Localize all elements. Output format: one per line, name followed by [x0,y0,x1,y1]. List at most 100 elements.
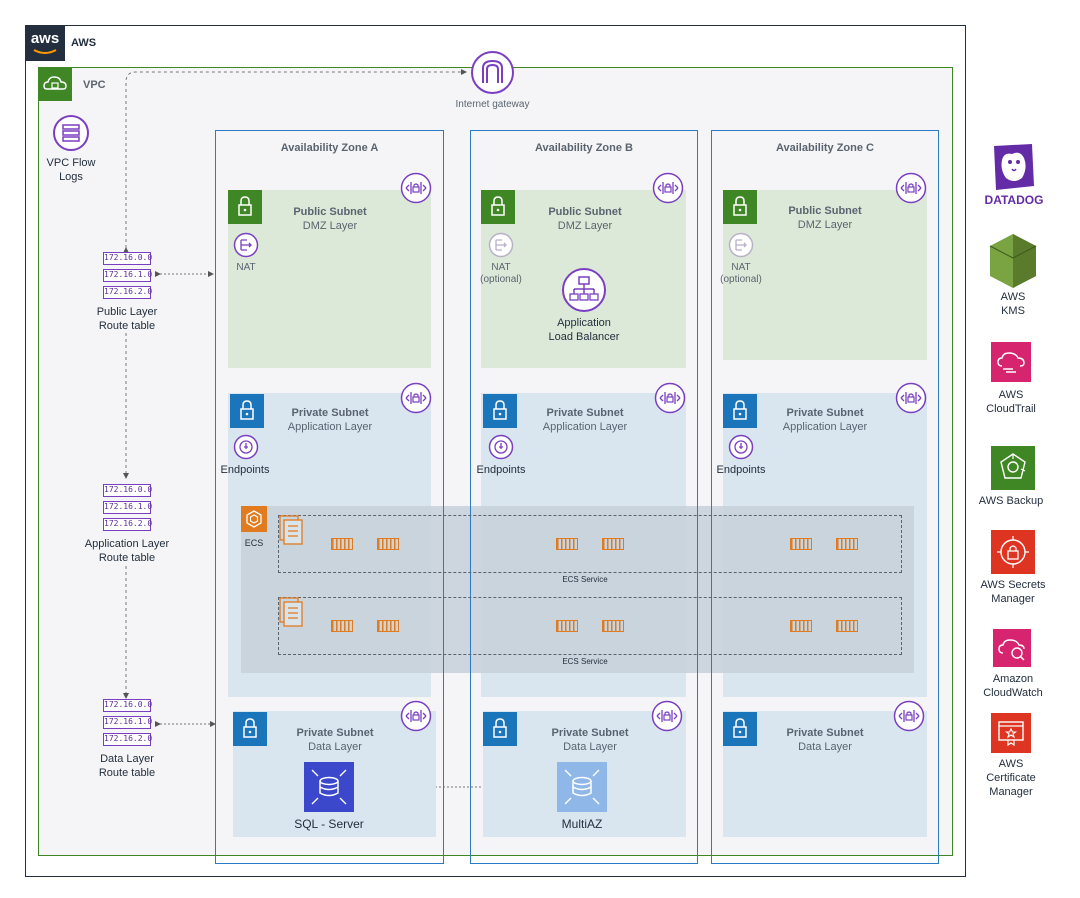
endpoints-label: Endpoints [476,464,526,476]
sql-server-label: SQL - Server [294,817,364,831]
lock-icon [481,190,515,224]
ecs-label: ECS [244,538,264,548]
rds-database-icon [304,762,354,812]
aws-logo-icon: aws [25,25,65,61]
public-subnet-c [723,190,927,360]
cloudtrail-label: AWS CloudTrail [986,389,1036,415]
aws-smile-icon [33,49,57,54]
datadog-label: DATADOG [984,193,1044,207]
container-icon [790,538,812,550]
backup-icon [991,446,1035,490]
rds-database-icon [557,762,607,812]
container-icon [377,538,399,550]
route-row: 172.16.1.0 [103,269,152,282]
lock-icon [230,394,264,428]
ecs-cluster [241,506,914,673]
public-subnet-b-title: Public Subnet DMZ Layer [548,206,622,232]
availability-zone-c [711,130,939,864]
route-row: 172.16.0.0 [103,484,152,497]
secrets-manager-label: AWS Secrets Manager [980,579,1046,605]
az-a-title: Availability Zone A [280,142,379,154]
endpoint-icon [488,434,514,460]
ecs-service-label: ECS Service [562,575,608,584]
endpoint-icon [728,434,754,460]
cloudtrail-icon [991,342,1031,382]
endpoints-label: Endpoints [220,464,270,476]
task-definition-icon [279,515,303,545]
security-group-icon [652,172,684,204]
load-balancer-icon [562,268,606,312]
private-data-subnet-c [723,711,927,837]
private-data-c-title: Private Subnet Data Layer [786,727,864,753]
route-row: 172.16.1.0 [103,501,152,514]
route-table-label: Data Layer Route table [98,753,156,779]
internet-gateway-icon [471,51,514,94]
nat-gateway-icon [728,232,754,258]
nat-label: NAT (optional) [480,262,522,285]
private-data-b-title: Private Subnet Data Layer [551,727,629,753]
lock-icon [723,190,757,224]
lock-icon [723,712,757,746]
security-group-icon [400,700,432,732]
availability-zone-a [215,130,444,864]
ecs-service-2 [278,597,902,655]
aws-label: AWS [71,37,97,49]
route-row: 172.16.2.0 [103,286,152,299]
nat-gateway-icon [233,232,259,258]
ecs-icon [241,506,267,532]
private-app-b-title: Private Subnet Application Layer [542,407,628,433]
ecs-service-1 [278,515,902,573]
datadog-icon [994,144,1034,190]
alb-label: Application Load Balancer [548,317,620,343]
az-b-title: Availability Zone B [534,142,633,154]
endpoints-label: Endpoints [716,464,766,476]
public-subnet-c-title: Public Subnet DMZ Layer [788,205,862,231]
security-group-icon [893,700,925,732]
vpc-cloud-lock-icon [38,67,72,101]
vpc-flow-logs-icon [53,115,89,151]
container-icon [602,620,624,632]
backup-label: AWS Backup [978,495,1044,507]
route-row: 172.16.2.0 [103,518,152,531]
lock-icon [483,712,517,746]
nat-gateway-icon [488,232,514,258]
certificate-manager-icon [991,713,1031,753]
internet-gateway-label: Internet gateway [455,99,530,110]
lock-icon [228,190,262,224]
security-group-icon [654,382,686,414]
security-group-icon [400,172,432,204]
vpc-flow-logs-label: VPC Flow Logs [46,157,96,183]
route-row: 172.16.0.0 [103,252,152,265]
container-icon [331,620,353,632]
route-row: 172.16.0.0 [103,699,152,712]
container-icon [836,538,858,550]
lock-icon [723,394,757,428]
public-subnet-a-title: Public Subnet DMZ Layer [293,206,367,232]
ecs-service-label: ECS Service [562,657,608,666]
container-icon [602,538,624,550]
private-data-a-title: Private Subnet Data Layer [296,727,374,753]
availability-zone-b [470,130,698,864]
nat-label: NAT [236,262,256,273]
nat-label: NAT (optional) [720,262,762,285]
aws-logo-text: aws [30,30,60,47]
security-group-icon [895,382,927,414]
kms-icon [989,234,1037,288]
private-app-c-title: Private Subnet Application Layer [782,407,868,433]
az-c-title: Availability Zone C [775,142,874,154]
route-row: 172.16.2.0 [103,733,152,746]
secrets-manager-icon [991,530,1035,574]
container-icon [331,538,353,550]
container-icon [556,538,578,550]
certificate-manager-label: AWS Certificate Manager [986,758,1036,798]
route-row: 172.16.1.0 [103,716,152,729]
kms-label: AWS KMS [1000,291,1026,317]
vpc-label: VPC [83,79,106,91]
route-table-label: Application Layer Route table [84,538,170,564]
cloudwatch-label: Amazon CloudWatch [983,673,1043,699]
lock-icon [233,712,267,746]
private-app-a-title: Private Subnet Application Layer [287,407,373,433]
endpoint-icon [233,434,259,460]
container-icon [377,620,399,632]
multiaz-label: MultiAZ [561,817,603,831]
